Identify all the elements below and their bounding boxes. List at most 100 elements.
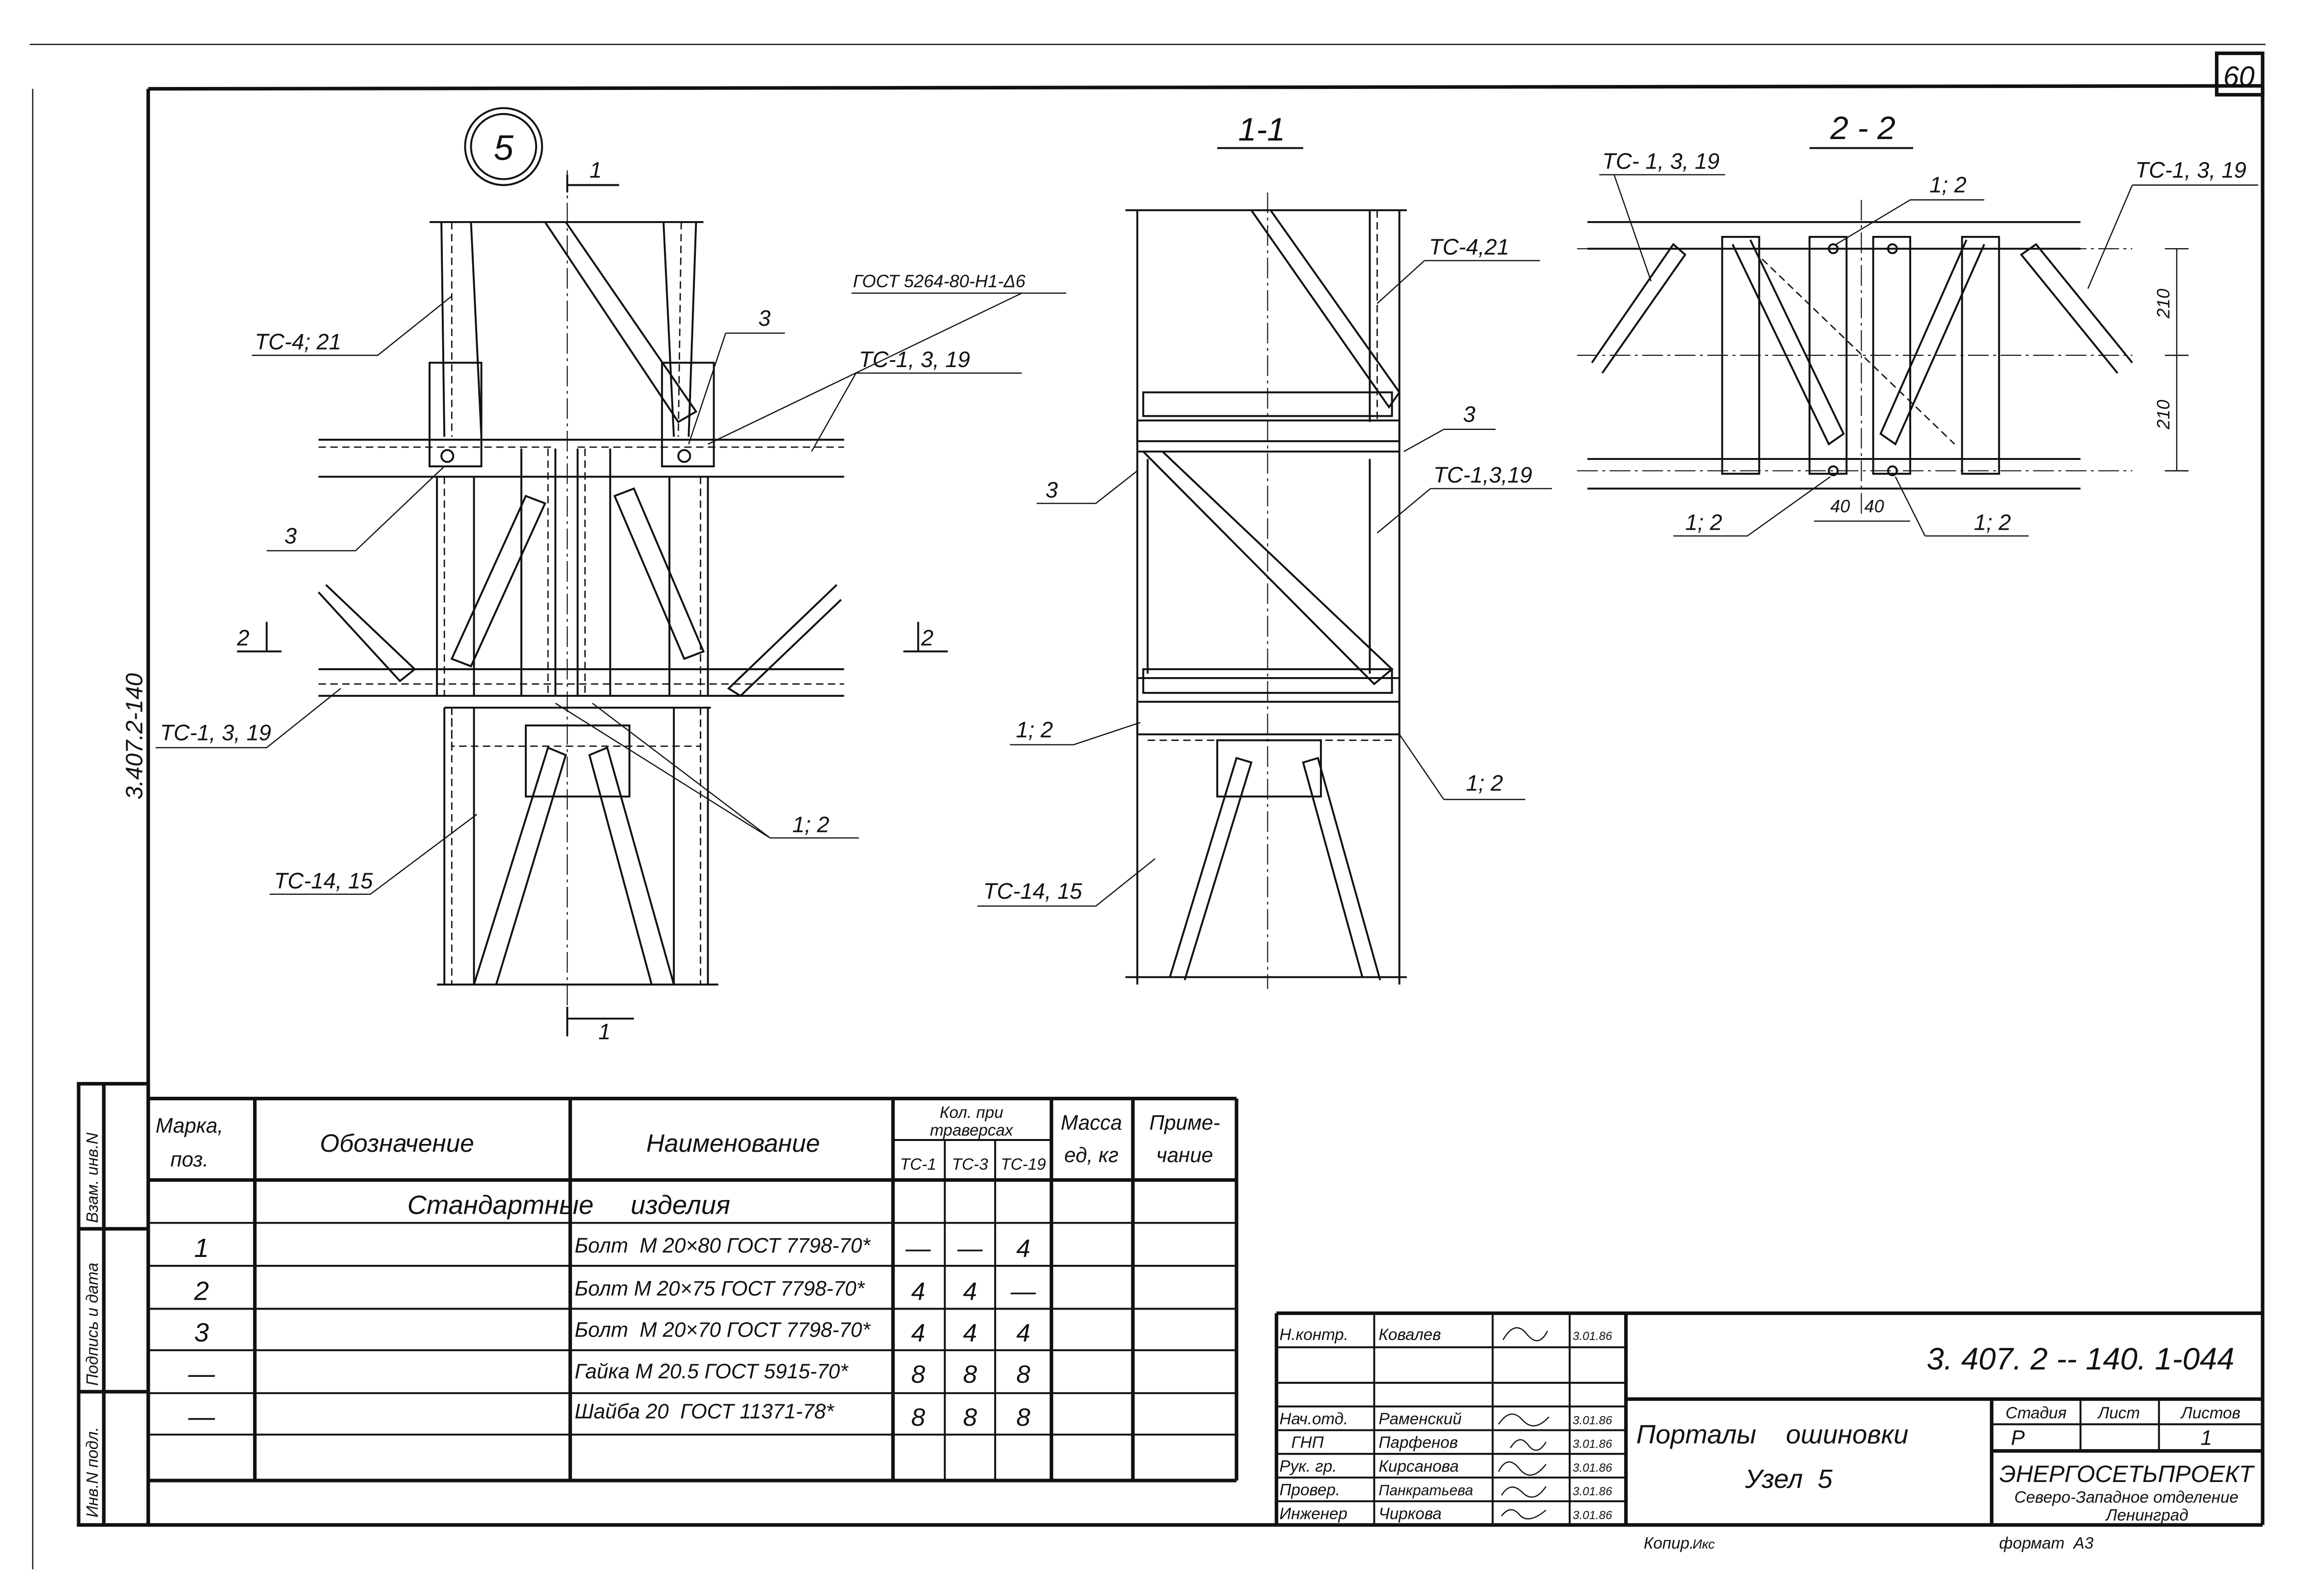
row-name: Шайба 20 ГОСТ 11371-78* [574, 1399, 834, 1423]
sig-name: Парфенов [1378, 1434, 1458, 1452]
label-pos3-left: 3 [285, 523, 297, 548]
sig-date: 3.01.86 [1573, 1438, 1612, 1451]
label-1-1-pos12-left: 1; 2 [1016, 717, 1053, 742]
table-row: 2 Болт М 20×75 ГОСТ 7798-70* 4 4 — [194, 1276, 1036, 1306]
row-tc3: — [957, 1234, 983, 1262]
signature-row: Провер. Панкратьева 3.01.86 [1280, 1481, 1613, 1499]
sheets-header: Листов [2180, 1404, 2240, 1422]
copied-label: Копир. [1644, 1535, 1694, 1553]
org-name: ЭНЕРГОСЕТЬПРОЕКТ [2000, 1461, 2255, 1487]
sig-name: Панкратьева [1378, 1482, 1473, 1499]
sig-date: 3.01.86 [1573, 1330, 1612, 1343]
sig-name: Раменский [1378, 1410, 1462, 1428]
sig-name: Кирсанова [1378, 1457, 1459, 1476]
row-tc1: 4 [911, 1319, 925, 1347]
section-1-1-title: 1-1 [1238, 112, 1285, 148]
section-mark-1-bottom: 1 [599, 1019, 611, 1044]
sig-date: 3.01.86 [1573, 1461, 1612, 1475]
stamp-label-replace: Взам. инв.N [84, 1133, 102, 1223]
label-2-2-tc-right: ТС-1, 3, 19 [2135, 158, 2246, 183]
drawing-title-2: Узел 5 [1745, 1464, 1833, 1494]
signature-row: Инженер Чиркова 3.01.86 [1280, 1505, 1613, 1523]
header-note-2: чание [1156, 1143, 1213, 1167]
row-mark: 1 [194, 1233, 209, 1263]
row-tc19: 8 [1016, 1403, 1031, 1431]
header-tc19: ТС-19 [1001, 1155, 1046, 1173]
header-mark-2: поз. [171, 1148, 209, 1171]
stage-value: Р [2011, 1426, 2025, 1450]
signature-row: Нач.отд. Раменский 3.01.86 [1280, 1410, 1613, 1428]
header-note-1: Приме- [1149, 1111, 1220, 1134]
org-city: Ленинград [2105, 1506, 2188, 1524]
row-name: Гайка М 20.5 ГОСТ 5915-70* [574, 1360, 849, 1383]
spec-table: Марка, поз. Обозначение Наименование Кол… [148, 1097, 1238, 1482]
label-1-1-pos12-right: 1; 2 [1466, 770, 1503, 796]
sig-role: Инженер [1280, 1505, 1347, 1523]
header-designation: Обозначение [320, 1129, 474, 1157]
header-tc1: ТС-1 [900, 1155, 937, 1173]
row-tc19: — [1010, 1277, 1036, 1305]
table-row: 3 Болт М 20×70 ГОСТ 7798-70* 4 4 4 [194, 1318, 1031, 1347]
stage-header: Стадия [2006, 1404, 2066, 1422]
sig-name: Чиркова [1378, 1505, 1441, 1523]
row-tc3: 8 [963, 1360, 977, 1388]
doc-code: 3. 407. 2 -- 140. 1-044 [1927, 1342, 2235, 1376]
header-tc3: ТС-3 [952, 1155, 988, 1173]
section-title: Стандартные изделия [407, 1191, 730, 1220]
header-mass-1: Масса [1061, 1111, 1122, 1134]
signature-row: ГНП Парфенов 3.01.86 [1291, 1434, 1612, 1452]
sheet-number-box: 60 [2215, 51, 2265, 97]
signature-row: Н.контр. Ковалев 3.01.86 [1280, 1326, 1613, 1344]
sig-name: Ковалев [1378, 1326, 1441, 1344]
sig-role: ГНП [1291, 1434, 1324, 1452]
row-tc1: 8 [911, 1403, 925, 1431]
row-tc1: — [905, 1234, 931, 1262]
label-1-1-pos3-left: 3 [1045, 477, 1058, 502]
format-label: формат А3 [1999, 1535, 2094, 1553]
section-2-2-view: 2 - 2 210 210 40 40 ТС- 1, 3, 19 ТС-1, 3… [1577, 110, 2259, 537]
dim-210-top: 210 [2153, 288, 2173, 318]
sig-role: Нач.отд. [1280, 1410, 1348, 1428]
label-1-1-tc-14-15: ТС-14, 15 [983, 879, 1083, 904]
sheet-number: 60 [2223, 61, 2255, 92]
sig-role: Провер. [1280, 1481, 1340, 1499]
row-tc3: 4 [963, 1319, 977, 1347]
sig-role: Н.контр. [1280, 1326, 1348, 1344]
sig-date: 3.01.86 [1573, 1414, 1612, 1427]
label-tc-4-21: ТС-4; 21 [255, 329, 342, 354]
signature-mark [1501, 1486, 1547, 1498]
sig-date: 3.01.86 [1573, 1485, 1612, 1498]
row-tc3: 4 [963, 1277, 977, 1305]
signature-mark [1502, 1327, 1548, 1341]
row-name: Болт М 20×75 ГОСТ 7798-70* [574, 1277, 865, 1300]
node-number: 5 [494, 128, 514, 168]
header-qty-2: траверсах [930, 1121, 1013, 1140]
header-mass-2: ед, кг [1064, 1143, 1118, 1167]
label-gost-weld: ГОСТ 5264-80-Н1-Δ6 [853, 271, 1026, 291]
label-2-2-tc-left: ТС- 1, 3, 19 [1602, 148, 1720, 173]
org-division: Северо-Западное отделение [2014, 1488, 2238, 1507]
header-name: Наименование [646, 1129, 820, 1157]
row-name: Болт М 20×70 ГОСТ 7798-70* [574, 1318, 871, 1341]
label-tc-14-15: ТС-14, 15 [274, 868, 373, 893]
row-tc19: 4 [1016, 1319, 1030, 1347]
label-tc-1-3-19-top: ТС-1, 3, 19 [859, 347, 970, 372]
stamp-label-inv: Инв.N подл. [84, 1427, 102, 1517]
row-mark: — [188, 1359, 215, 1389]
dim-40-right: 40 [1864, 496, 1884, 516]
label-pos3-top: 3 [758, 306, 771, 331]
row-name: Болт М 20×80 ГОСТ 7798-70* [574, 1234, 871, 1257]
signature-row: Рук. гр. Кирсанова 3.01.86 [1280, 1457, 1612, 1476]
section-mark-2-right: 2 [920, 626, 933, 651]
title-block: 3. 407. 2 -- 140. 1-044 Н.контр. Ковалев… [1274, 1311, 2263, 1525]
signature-mark [1510, 1439, 1547, 1451]
label-1-1-tc-1-3-19: ТС-1,3,19 [1433, 462, 1532, 487]
label-2-2-pos12-top: 1; 2 [1929, 172, 1966, 198]
dim-210-bottom: 210 [2153, 399, 2173, 429]
row-mark: — [188, 1402, 215, 1432]
row-mark: 3 [194, 1318, 209, 1347]
label-1-1-tc-4-21: ТС-4,21 [1429, 234, 1509, 259]
row-tc1: 4 [911, 1277, 925, 1305]
row-tc19: 4 [1016, 1234, 1030, 1262]
